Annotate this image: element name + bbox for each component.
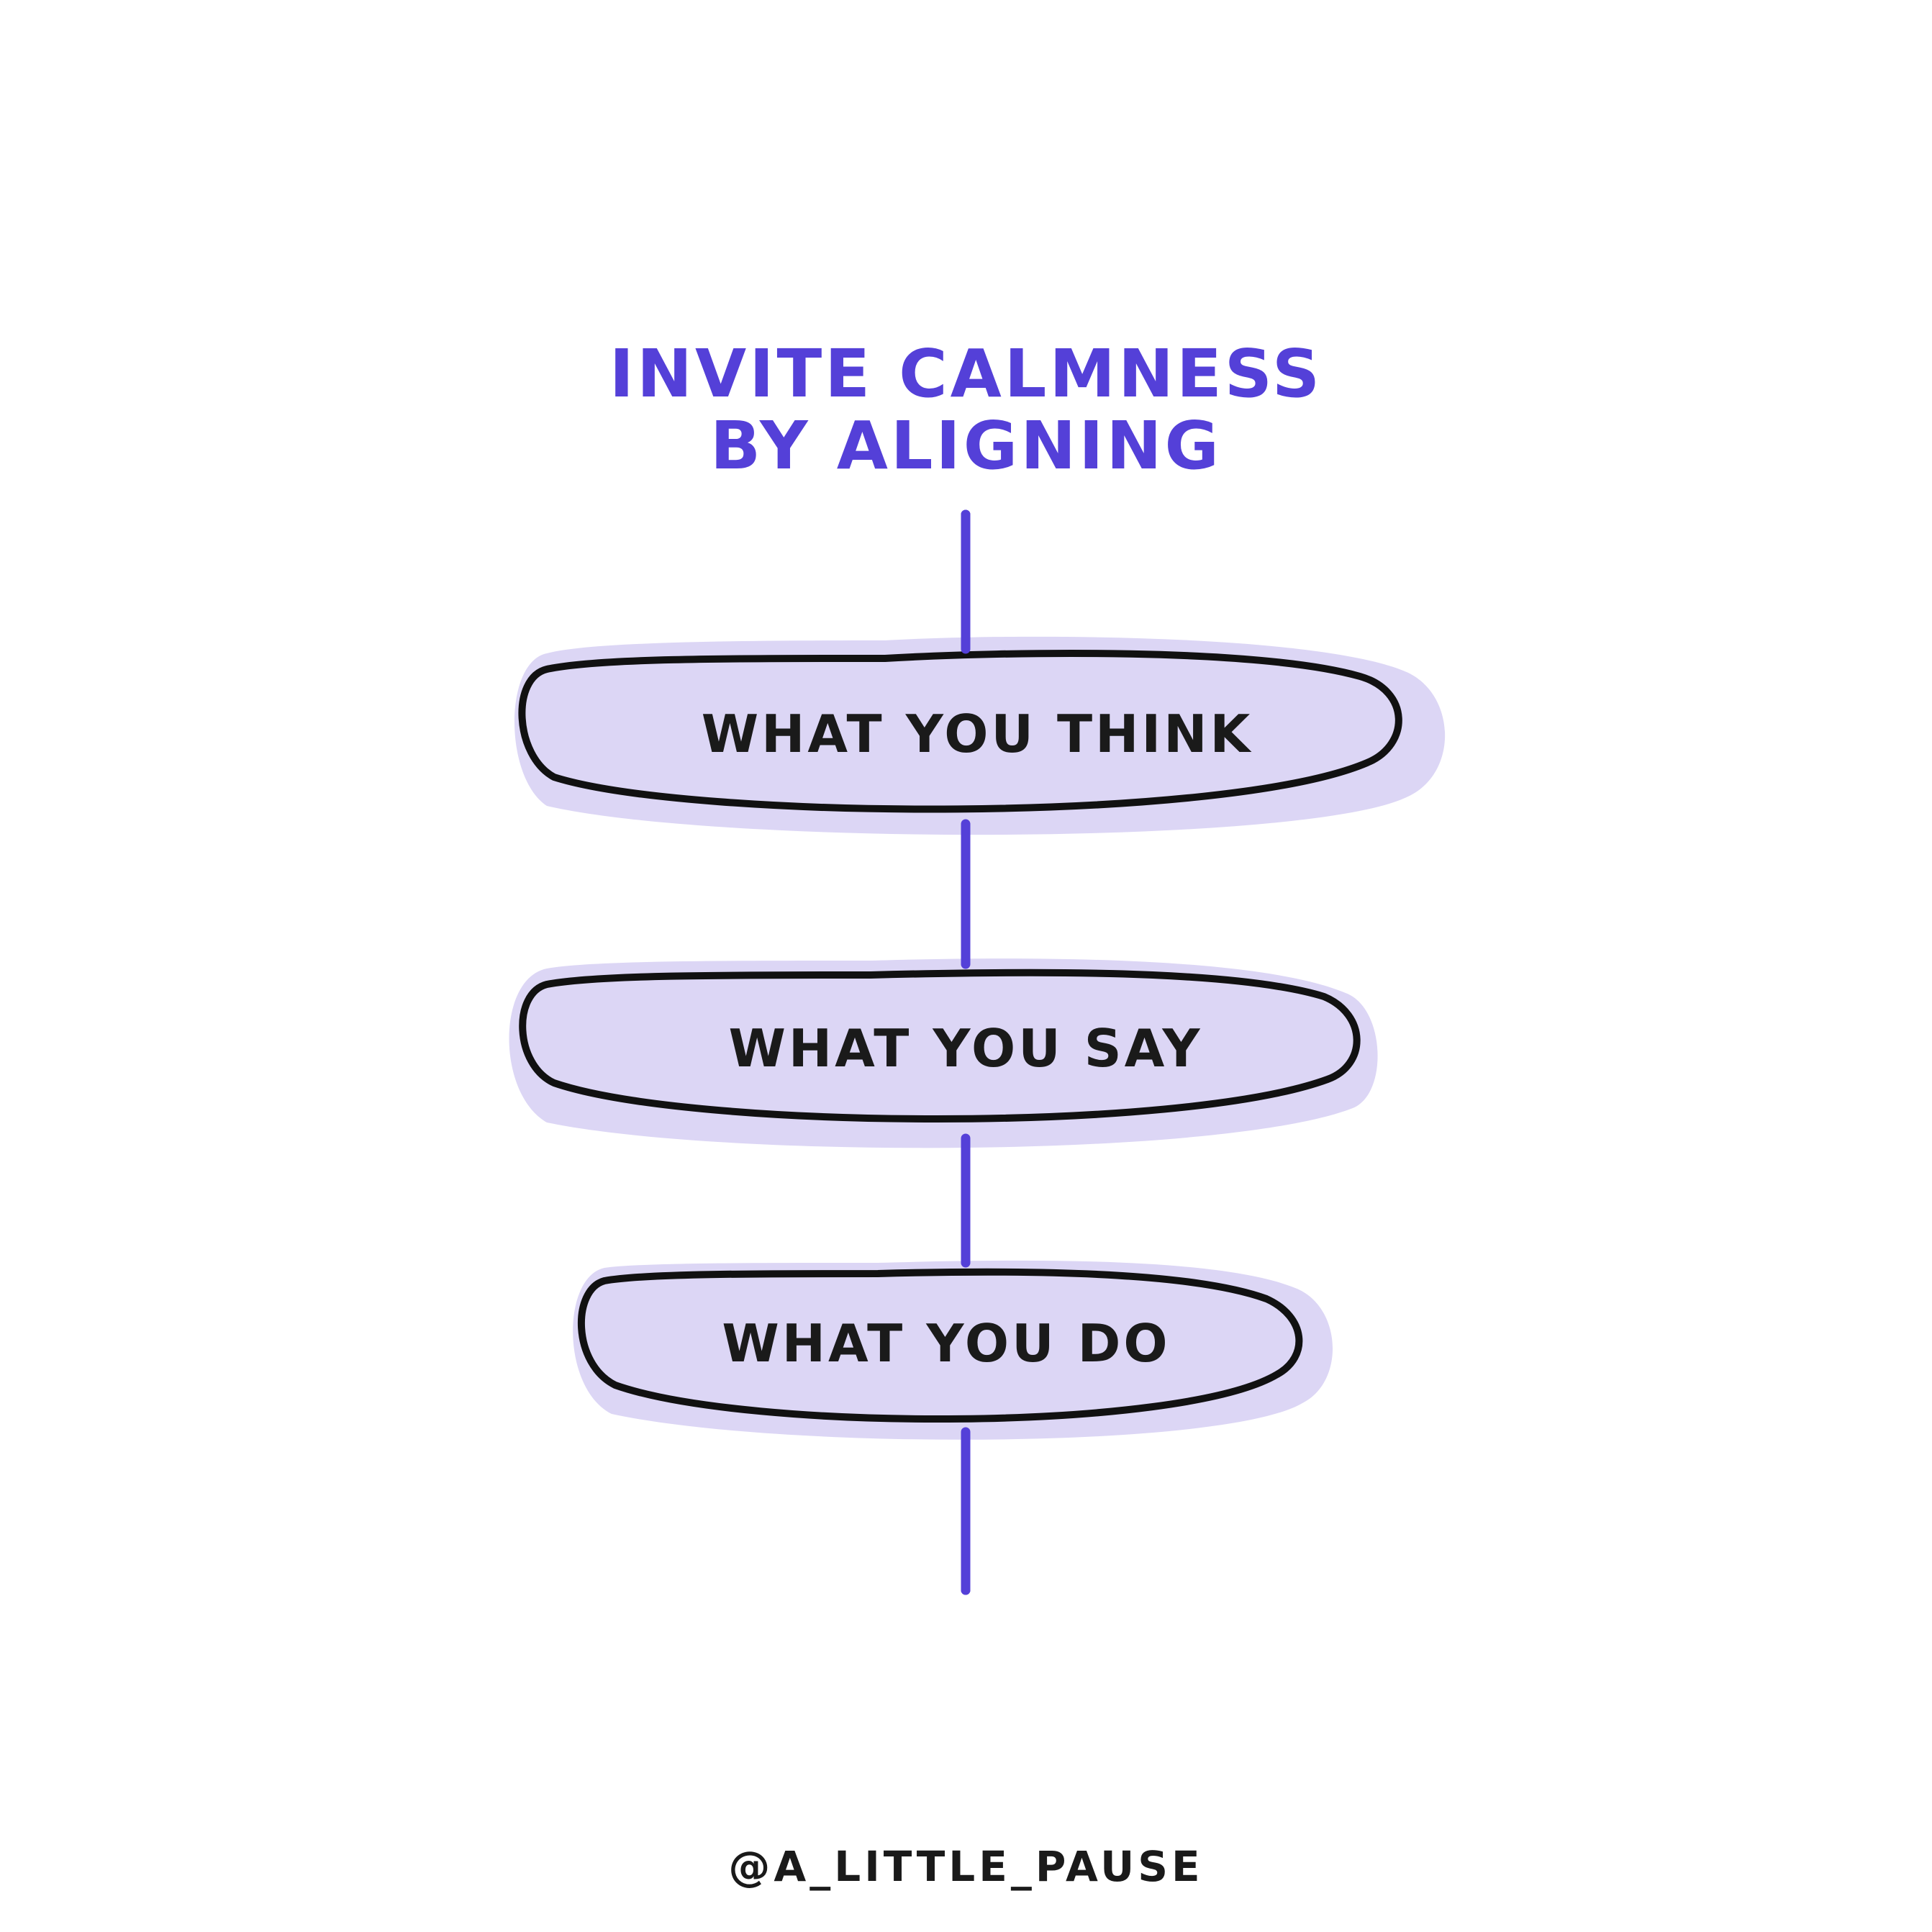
pill-outline: [518, 649, 1402, 813]
step-label-say: WHAT YOU SAY: [728, 1018, 1202, 1079]
title-line-2: BY ALIGNING: [709, 407, 1223, 484]
pill-outline: [577, 1268, 1303, 1423]
step-label-do: WHAT YOU DO: [722, 1313, 1170, 1374]
step-pill-do: WHAT YOU DO: [573, 1260, 1333, 1440]
step-pill-think: WHAT YOU THINK: [514, 636, 1446, 835]
step-pill-say: WHAT YOU SAY: [509, 958, 1378, 1148]
pill-outline: [519, 969, 1361, 1123]
page-title: INVITE CALMNESS BY ALIGNING: [0, 338, 1932, 482]
author-handle: @A_LITTLE_PAUSE: [728, 1842, 1204, 1891]
step-label-think: WHAT YOU THINK: [702, 704, 1253, 764]
title-line-1: INVITE CALMNESS: [609, 335, 1323, 412]
